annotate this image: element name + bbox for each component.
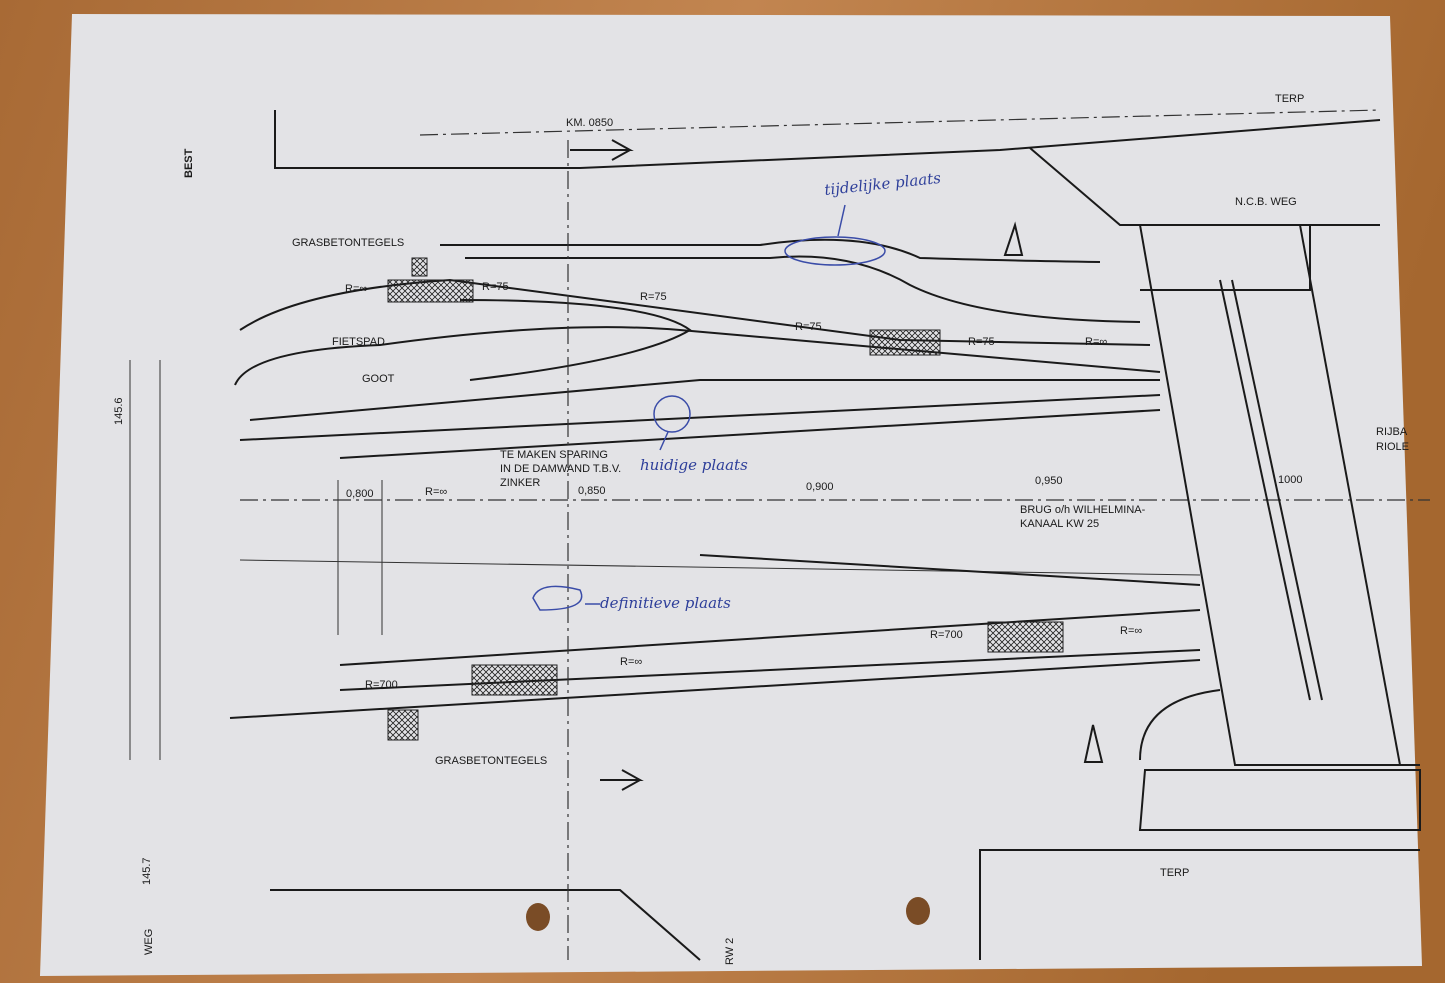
radius-label: R=∞ (1120, 625, 1142, 637)
station-0900: 0,900 (806, 481, 834, 493)
radius-label: R=∞ (345, 283, 367, 295)
radius-label: R=700 (930, 629, 963, 641)
radius-label: R=∞ (620, 656, 642, 668)
note-final-location: definitieve plaats (600, 594, 731, 612)
note-current-location: huidige plaats (640, 456, 748, 474)
radius-label: R=700 (365, 679, 398, 691)
sparing-line-2: IN DE DAMWAND T.B.V. (500, 463, 621, 475)
station-0950: 0,950 (1035, 475, 1063, 487)
fietspad-label: FIETSPAD (332, 336, 385, 348)
sparing-line-3: ZINKER (500, 477, 540, 489)
side-label-1457: 145.7 (141, 857, 153, 885)
side-label-1456: 145.6 (113, 397, 125, 425)
pen-annotations (532, 204, 886, 611)
km-marker-label: KM. 0850 (566, 117, 613, 129)
radius-label: R=∞ (1085, 336, 1107, 348)
right-edge-label-2: RIOLE (1376, 441, 1409, 453)
sparing-line-1: TE MAKEN SPARING (500, 449, 608, 461)
bridge-label-1: BRUG o/h WILHELMINA- (1020, 504, 1146, 516)
station-0800: 0,800 (346, 488, 374, 500)
side-label-rw2: RW 2 (724, 938, 736, 965)
right-edge-label-1: RIJBA (1376, 426, 1408, 438)
terp-bottom-label: TERP (1160, 867, 1189, 879)
radius-label: R=75 (640, 291, 667, 303)
bridge-label-2: KANAAL KW 25 (1020, 518, 1099, 530)
paving-hatches (387, 257, 1064, 741)
grasbetontegels-top-label: GRASBETONTEGELS (292, 237, 404, 249)
paper-sheet (40, 14, 1422, 976)
direction-label: BEST (183, 148, 195, 178)
road-linework (129, 109, 1430, 961)
terp-top-label: TERP (1275, 93, 1304, 105)
grasbetontegels-bottom-label: GRASBETONTEGELS (435, 755, 547, 767)
radius-label: R=75 (795, 321, 822, 333)
radius-label: R=75 (482, 281, 509, 293)
goot-label: GOOT (362, 373, 395, 385)
ncb-weg-label: N.C.B. WEG (1235, 196, 1297, 208)
radius-label: R=75 (968, 336, 995, 348)
punch-hole (526, 903, 550, 931)
station-1000: 1000 (1278, 474, 1302, 486)
radius-label: R=∞ (425, 486, 447, 498)
side-label-weg: WEG (143, 929, 155, 955)
station-0850: 0,850 (578, 485, 606, 497)
punch-hole (906, 897, 930, 925)
